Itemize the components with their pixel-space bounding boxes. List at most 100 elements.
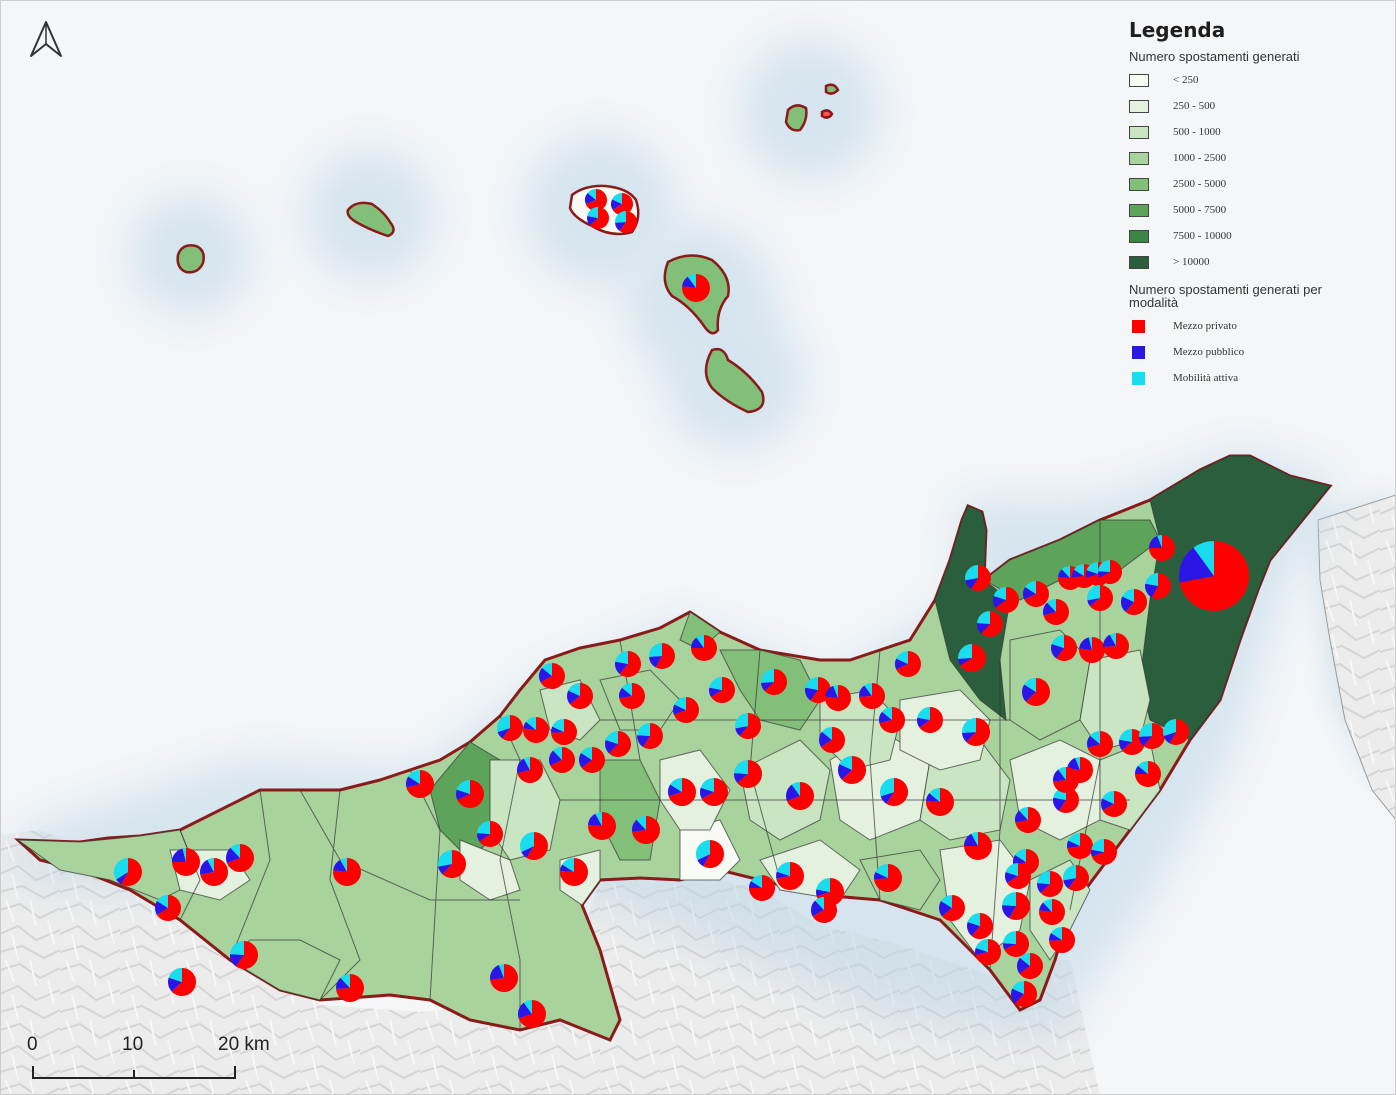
pie-slice — [786, 782, 814, 810]
pie-slice — [619, 211, 637, 233]
pie-slice — [333, 859, 347, 872]
north-arrow-icon — [30, 21, 62, 57]
pie-slice — [540, 663, 565, 689]
pie-symbol — [1037, 871, 1064, 897]
pie-slice — [490, 964, 504, 980]
pie-symbol — [539, 663, 565, 689]
legend-mode-row: Mobilità attiva — [1129, 365, 1388, 391]
pie-symbol — [709, 676, 736, 703]
pie-slice — [1135, 765, 1148, 774]
pie-symbol — [477, 821, 503, 847]
pie-slice — [1089, 731, 1100, 744]
pie-symbol — [837, 756, 866, 784]
pie-slice — [207, 858, 214, 872]
pie-symbol — [993, 587, 1019, 613]
pie-slice — [523, 721, 536, 730]
pie-slice — [230, 954, 244, 967]
pie-slice — [964, 833, 978, 846]
pie-slice — [967, 921, 980, 937]
pie-slice — [811, 900, 824, 917]
pie-slice — [711, 677, 736, 703]
pie-slice — [1053, 767, 1079, 793]
pie-slice — [1049, 933, 1062, 941]
pie-slice — [668, 778, 696, 806]
pie-symbol — [1023, 581, 1049, 608]
pie-slice — [568, 683, 580, 696]
pie-symbol — [586, 206, 609, 230]
pie-symbol — [649, 643, 675, 670]
pie-symbol — [154, 895, 181, 921]
pie-slice — [1088, 637, 1092, 650]
legend-class-label: 500 - 1000 — [1173, 126, 1221, 138]
pie-symbol — [786, 782, 814, 810]
pie-slice — [919, 707, 943, 734]
pie-slice — [1043, 602, 1056, 616]
pie-symbol — [1149, 535, 1175, 561]
pie-slice — [699, 787, 714, 799]
pie-symbol — [917, 707, 943, 734]
pie-symbol — [939, 895, 965, 922]
pie-slice — [896, 651, 908, 664]
pie-slice — [993, 595, 1006, 608]
pie-slice — [1053, 769, 1066, 782]
pie-slice — [672, 704, 686, 715]
pie-slice — [1067, 840, 1080, 849]
pie-symbol — [438, 850, 467, 878]
pie-slice — [965, 565, 978, 581]
pie-symbol — [874, 864, 903, 892]
pie-slice — [858, 685, 872, 697]
pie-symbol — [605, 731, 632, 758]
pie-symbol — [523, 716, 550, 743]
pie-slice — [977, 623, 990, 634]
pie-slice — [200, 858, 229, 887]
pie-slice — [497, 728, 510, 739]
pie-slice — [619, 683, 646, 710]
pie-slice — [225, 847, 240, 864]
pie-slice — [1005, 863, 1018, 876]
pie-slice — [1061, 566, 1070, 578]
pie-slice — [1067, 833, 1093, 860]
pie-symbol — [1011, 981, 1038, 1007]
pie-slice — [700, 778, 714, 792]
pie-slice — [518, 1000, 546, 1028]
legend-mode-label: Mobilità attiva — [1173, 372, 1239, 384]
pie-slice — [1043, 599, 1069, 626]
pie-slice — [1121, 596, 1134, 613]
pie-symbol — [549, 747, 575, 773]
pie-slice — [709, 676, 722, 690]
pie-slice — [926, 793, 940, 802]
pie-slice — [1007, 863, 1031, 889]
pie-slice — [864, 683, 872, 696]
pie-slice — [588, 813, 602, 826]
pie-slice — [585, 189, 608, 211]
pie-symbol — [1086, 585, 1113, 611]
pie-slice — [637, 723, 650, 736]
legend-class-label: 5000 - 7500 — [1173, 204, 1227, 216]
pie-slice — [941, 895, 952, 908]
pie-slice — [525, 717, 536, 730]
pie-symbol — [825, 685, 852, 711]
pie-slice — [966, 718, 990, 746]
pie-slice — [839, 756, 852, 770]
legend-class-row: 250 - 500 — [1129, 93, 1388, 119]
legend-mode-swatch — [1132, 371, 1145, 385]
pie-slice — [552, 719, 564, 732]
pie-slice — [879, 711, 892, 724]
pie-symbol — [1005, 863, 1031, 889]
pie-slice — [734, 760, 748, 774]
pie-slice — [490, 964, 519, 993]
pie-slice — [171, 968, 196, 996]
pie-slice — [1024, 581, 1049, 608]
pie-symbol — [585, 189, 608, 211]
pie-slice — [587, 206, 598, 218]
legend-title: Legenda — [1129, 18, 1226, 42]
scale-bar: 0 10 20 km — [22, 1034, 282, 1084]
pie-slice — [1004, 931, 1029, 958]
pie-slice — [1119, 728, 1132, 742]
pie-slice — [615, 661, 628, 675]
pie-slice — [1011, 988, 1024, 1004]
pie-symbol — [335, 974, 364, 1002]
pie-slice — [1040, 871, 1064, 897]
pie-slice — [1043, 899, 1052, 912]
pie-symbol — [682, 274, 711, 303]
